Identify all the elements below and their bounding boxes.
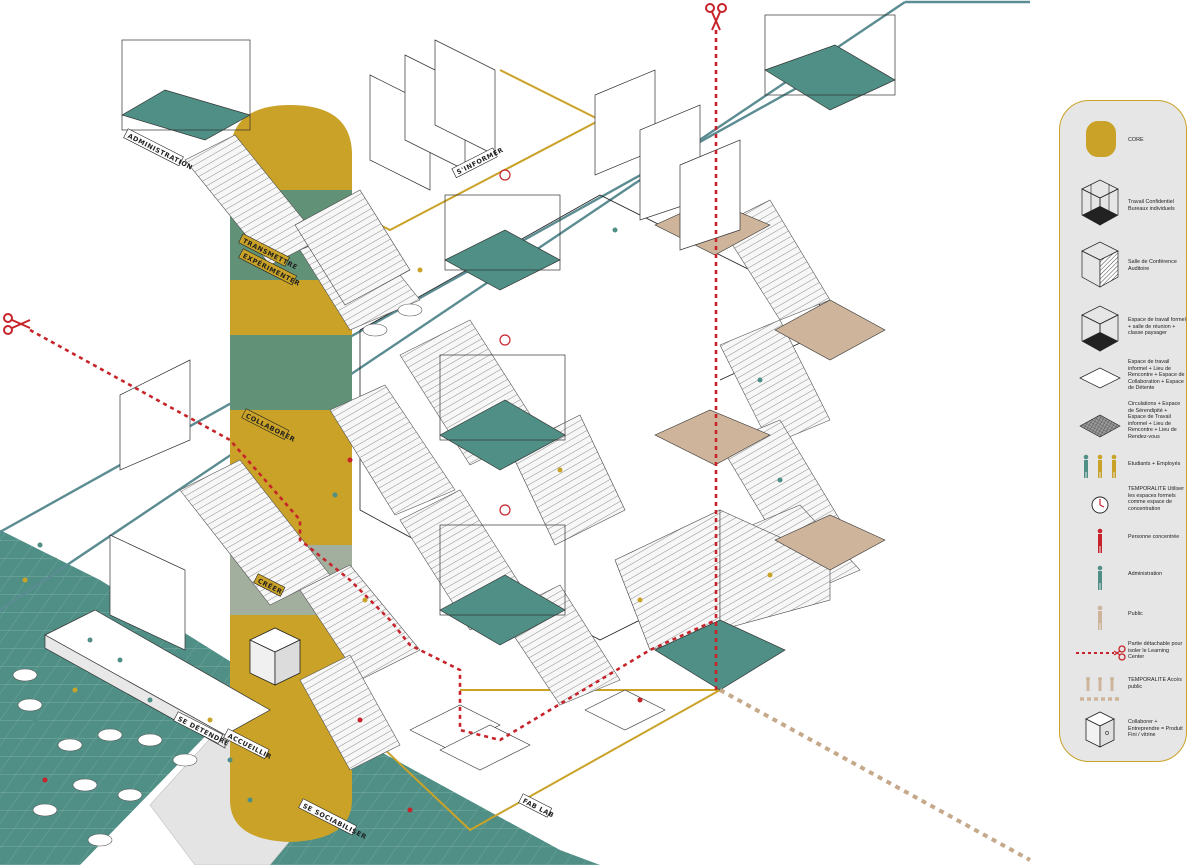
- legend-text: Etudiants + Employés: [1128, 461, 1181, 467]
- legend-text: Personne concentrée: [1128, 534, 1180, 540]
- scissors-line-icon: [1076, 645, 1126, 661]
- public-person-icon: [1097, 605, 1103, 630]
- showcase-box-icon: [1085, 711, 1115, 748]
- formal-workspace-icon: [1081, 305, 1119, 352]
- label-administration: ADMINISTRATION: [123, 128, 194, 172]
- showcase-box-icon: [249, 627, 301, 686]
- individual-offices-icon: [1081, 179, 1119, 226]
- informal-workspace-icon: [1079, 367, 1121, 389]
- label-fab-lab: FAB LAB: [518, 793, 555, 820]
- legend-text: Public: [1128, 611, 1143, 617]
- axis-lines: [0, 0, 1030, 611]
- legend-text: Espace de travail informel + Lieu de Ren…: [1128, 359, 1185, 392]
- core-icon: [1086, 121, 1116, 157]
- conference-room-icon: [1081, 241, 1119, 288]
- legend-text: TEMPORALITE Accès public: [1128, 677, 1182, 690]
- clock-icons: [499, 169, 511, 516]
- ground-plaza-left: [0, 530, 260, 865]
- informal-platforms: [654, 199, 886, 571]
- scissors-icon-top: [705, 3, 727, 31]
- legend-text: Salle de Conférence Auditoire: [1128, 259, 1177, 272]
- legend-text: TEMPORALITE Utiliser les espaces formels…: [1128, 486, 1185, 512]
- formal-rooms: [121, 14, 896, 691]
- public-access-path: [719, 688, 1031, 862]
- people: [17, 227, 783, 813]
- legend-text: Collaborer + Entreprendre = Produit Fini…: [1128, 719, 1183, 739]
- legend-text: Administration: [1128, 571, 1163, 577]
- auditoriums: [294, 189, 831, 651]
- clock-icon: [1091, 496, 1109, 514]
- scissors-icon-left: [3, 313, 31, 335]
- scissors-cut-lines: [29, 30, 718, 742]
- fab-lab: [409, 689, 666, 771]
- public-access-icon: [1080, 677, 1120, 701]
- legend-text: Partie détachable pour isoler le Learnin…: [1128, 641, 1183, 661]
- legend-panel: CORE Travail Confidentiel Bureaux indivi…: [1059, 100, 1187, 762]
- focused-person-icon: [1097, 528, 1103, 553]
- administration-person-icon: [1097, 565, 1103, 590]
- svg-text:ADMINISTRATION: ADMINISTRATION: [126, 132, 194, 172]
- legend-text: Circulations + Espace de Sérendipité + E…: [1128, 401, 1181, 440]
- legend-text: Travail Confidentiel Bureaux individuels: [1128, 199, 1175, 212]
- circulation-grid-icon: [1079, 414, 1121, 438]
- cafe-tables: [12, 303, 423, 847]
- legend-text: CORE: [1128, 137, 1144, 143]
- legend-text: Espace de travail formel + salle de réun…: [1128, 317, 1186, 337]
- students-employees-icon: [1083, 454, 1117, 478]
- bookshelves: [109, 39, 741, 651]
